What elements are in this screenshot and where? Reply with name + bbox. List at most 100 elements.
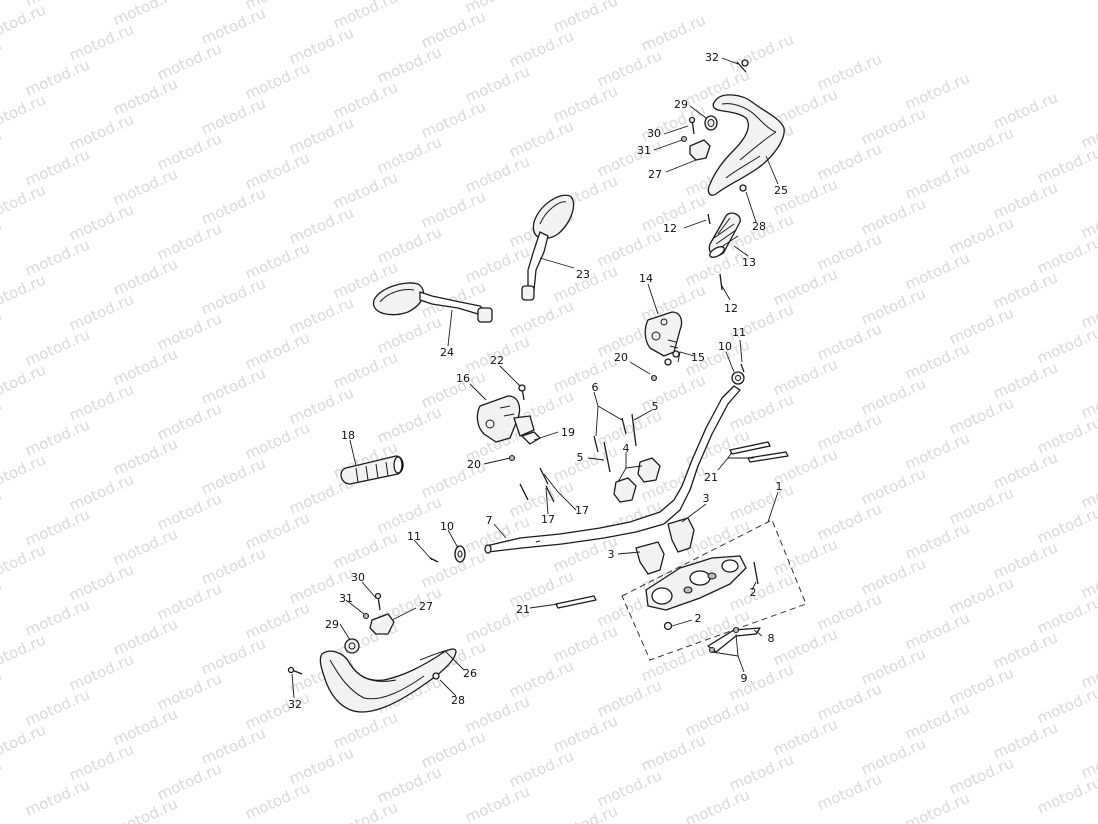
watermark-text: motod.ru [0,576,4,620]
watermark-text: motod.ru [22,55,92,99]
watermark-text: motod.ru [286,743,356,787]
watermark-text: motod.ru [154,669,224,713]
callout-7: 7 [486,514,493,527]
watermark-text: motod.ru [330,528,400,572]
callout-31-top: 31 [637,144,651,157]
callout-20-b: 20 [467,458,481,471]
callout-3-a: 3 [703,492,710,505]
watermark-text: motod.ru [110,525,180,569]
watermark-text: motod.ru [418,188,488,232]
watermark-text: motod.ru [946,754,1016,798]
watermark-text: motod.ru [110,345,180,389]
watermark-text: motod.ru [550,802,620,824]
watermark-text: motod.ru [902,699,972,743]
callout-8: 8 [768,632,775,645]
watermark-text: motod.ru [550,442,620,486]
watermark-text: motod.ru [242,599,312,643]
watermark-text: motod.ru [0,631,48,675]
watermark-text: motod.ru [0,181,48,225]
watermark-text: motod.ru [22,145,92,189]
callouts: 32 29 30 31 27 25 28 12 13 12 23 24 14 1… [288,51,788,711]
watermark-text: motod.ru [198,4,268,48]
watermark-text: motod.ru [0,486,4,530]
leader-lines [291,57,779,699]
watermark-text: motod.ru [198,634,268,678]
callout-23: 23 [576,268,590,281]
watermark-text: motod.ru [0,91,48,135]
watermark-text: motod.ru [0,721,48,765]
callout-29-top: 29 [674,98,688,111]
watermark-text: motod.ru [462,242,532,286]
watermark-text: motod.ru [286,23,356,67]
watermark-text: motod.ru [154,759,224,803]
watermark-text: motod.ru [506,27,576,71]
callout-27-top: 27 [648,168,662,181]
part-6-bolts [593,417,627,453]
callout-28-bottom: 28 [451,694,465,707]
watermark-text: motod.ru [726,30,796,74]
callout-31-b: 31 [339,592,353,605]
watermark-text: motod.ru [990,358,1060,402]
watermark-text: motod.ru [770,265,840,309]
watermark-text: motod.ru [902,429,972,473]
watermark-text: motod.ru [550,712,620,756]
watermark-text: motod.ru [242,779,312,823]
watermark-text: motod.ru [946,484,1016,528]
watermark-text: motod.ru [638,11,708,55]
watermark-text: motod.ru [770,715,840,759]
watermark-text: motod.ru [1034,503,1098,547]
watermark-text: motod.ru [946,304,1016,348]
watermark-text: motod.ru [242,509,312,553]
watermark-text: motod.ru [770,625,840,669]
callout-30-top: 30 [647,127,661,140]
callout-21-a: 21 [704,471,718,484]
watermark-text: motod.ru [858,374,928,418]
watermark-text: motod.ru [990,538,1060,582]
part-2-bolt-a [753,561,759,585]
watermark-text: motod.ru [66,20,136,64]
callout-4: 4 [623,442,630,455]
watermark-text: motod.ru [198,454,268,498]
watermark-text: motod.ru [726,750,796,794]
part-30-top-bolt [688,116,696,135]
watermark-text: motod.ru [286,113,356,157]
watermark-text: motod.ru [242,59,312,103]
callout-32-bottom: 32 [288,698,302,711]
part-5-long-bolts [603,413,637,473]
watermark-text: motod.ru [858,644,928,688]
callout-12-a: 12 [663,222,677,235]
watermark-text: motod.ru [0,666,4,710]
watermark-text: motod.ru [990,268,1060,312]
watermark-text: motod.ru [0,1,48,45]
watermark-text: motod.ru [902,249,972,293]
watermark-text: motod.ru [0,756,4,800]
part-30-bottom-bolt [374,592,382,611]
watermark-text: motod.ru [198,544,268,588]
parts [287,59,807,713]
watermark-text: motod.ru [0,396,4,440]
part-2-bolt-b [663,621,673,631]
watermark-text: motod.ru [902,159,972,203]
watermark-text: motod.ru [154,399,224,443]
watermark-text: motod.ru [110,165,180,209]
watermark-text: motod.ru [1034,413,1098,457]
part-1-dashed-group [621,519,807,661]
watermark-text: motod.ru [814,140,884,184]
part-21-cable-tie-left [555,595,597,609]
watermark-text: motod.ru [0,216,4,260]
watermark-text: motod.ru [374,223,444,267]
watermark-text: motod.ru [1034,683,1098,727]
watermark-text: motod.ru [946,124,1016,168]
watermark-text: motod.ru [814,230,884,274]
callout-28-top: 28 [752,220,766,233]
watermark-text: motod.ru [0,541,48,585]
watermark-text: motod.ru [594,676,664,720]
watermark-text: motod.ru [814,680,884,724]
watermark-text: motod.ru [66,740,136,784]
watermark-text: motod.ru [814,320,884,364]
watermark-text: motod.ru [814,50,884,94]
watermark-text: motod.ru [902,519,972,563]
watermark-text: motod.ru [990,628,1060,672]
watermark-text: motod.ru [198,274,268,318]
